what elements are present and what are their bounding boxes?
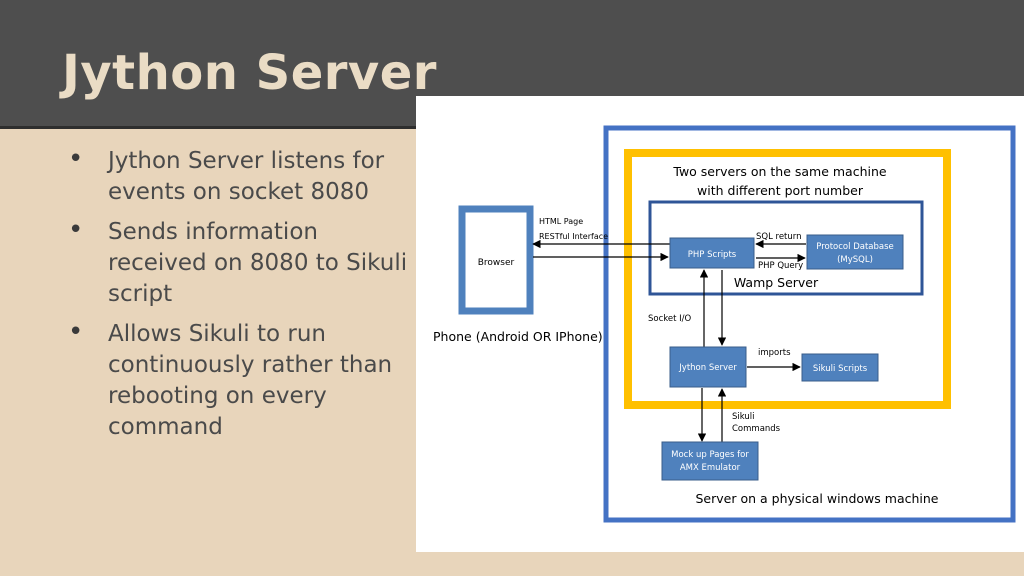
protocol-db-label-line2: (MySQL)	[837, 255, 873, 265]
mockup-label-line1: Mock up Pages for	[671, 450, 749, 460]
protocol-database-box	[806, 234, 904, 270]
jython-server-box	[669, 346, 747, 388]
phone-label: Phone (Android OR IPhone)	[433, 329, 603, 344]
socket-io-label: Socket I/O	[648, 314, 692, 324]
mockup-label-line2: AMX Emulator	[680, 463, 741, 473]
physical-server-label: Server on a physical windows machine	[696, 491, 939, 506]
sikuli-scripts-box	[801, 353, 879, 382]
imports-label: imports	[758, 348, 791, 358]
sikuli-commands-line2: Commands	[732, 424, 781, 434]
browser-label: Browser	[478, 258, 515, 268]
same-machine-box	[624, 149, 951, 409]
diagram-svg: Browser Phone (Android OR IPhone) HTML P…	[433, 125, 1016, 523]
bullet-item: Sends information received on 8080 to Si…	[68, 215, 408, 310]
bullet-item: Allows Sikuli to run continuously rather…	[68, 317, 408, 443]
architecture-diagram: Browser Phone (Android OR IPhone) HTML P…	[416, 96, 1024, 552]
php-query-label: PHP Query	[758, 261, 803, 271]
php-scripts-box	[669, 237, 755, 269]
html-page-label: HTML Page	[539, 217, 583, 226]
jython-server-label: Jython Server	[678, 363, 737, 373]
bullet-list: Jython Server listens for events on sock…	[68, 144, 408, 452]
slide-title: Jython Server	[62, 45, 437, 101]
restful-interface-label: RESTful Interface	[539, 232, 608, 241]
two-servers-line2: with different port number	[697, 183, 864, 198]
two-servers-line1: Two servers on the same machine	[672, 164, 887, 179]
sikuli-commands-line1: Sikuli	[732, 412, 755, 422]
bullet-item: Jython Server listens for events on sock…	[68, 144, 408, 208]
mockup-pages-box	[661, 441, 759, 481]
sikuli-scripts-label: Sikuli Scripts	[813, 364, 868, 374]
phone-box	[458, 205, 534, 315]
wamp-server-box	[648, 200, 924, 296]
sql-return-label: SQL return	[756, 232, 802, 242]
protocol-db-label-line1: Protocol Database	[816, 242, 894, 252]
php-scripts-label: PHP Scripts	[688, 250, 737, 260]
wamp-server-label: Wamp Server	[734, 275, 819, 290]
